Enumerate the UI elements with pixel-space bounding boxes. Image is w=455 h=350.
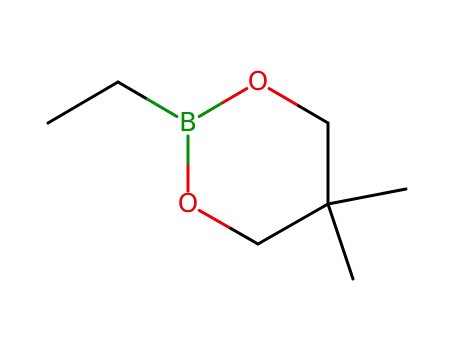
atoms: B O O xyxy=(178,67,268,219)
bond-b-o1-a xyxy=(197,101,225,118)
bonds xyxy=(46,80,408,281)
bond-c5-o2-b xyxy=(197,208,231,229)
bond-c4-c7 xyxy=(326,202,355,281)
atom-label-b: B xyxy=(179,108,197,138)
bond-b-o1-b xyxy=(221,87,249,104)
bond-c4-c6 xyxy=(326,187,408,206)
bond-o1-c3-b xyxy=(297,104,330,125)
atom-label-o1: O xyxy=(248,67,268,97)
bond-c1-c2 xyxy=(46,80,120,125)
bond-o1-c3-a xyxy=(267,87,301,108)
bond-c2-b-a xyxy=(116,80,149,101)
bond-c4-c5 xyxy=(256,202,330,246)
bond-c5-o2-a xyxy=(227,225,260,246)
atom-label-o2: O xyxy=(178,189,198,219)
bond-c2-b-b xyxy=(145,97,179,118)
